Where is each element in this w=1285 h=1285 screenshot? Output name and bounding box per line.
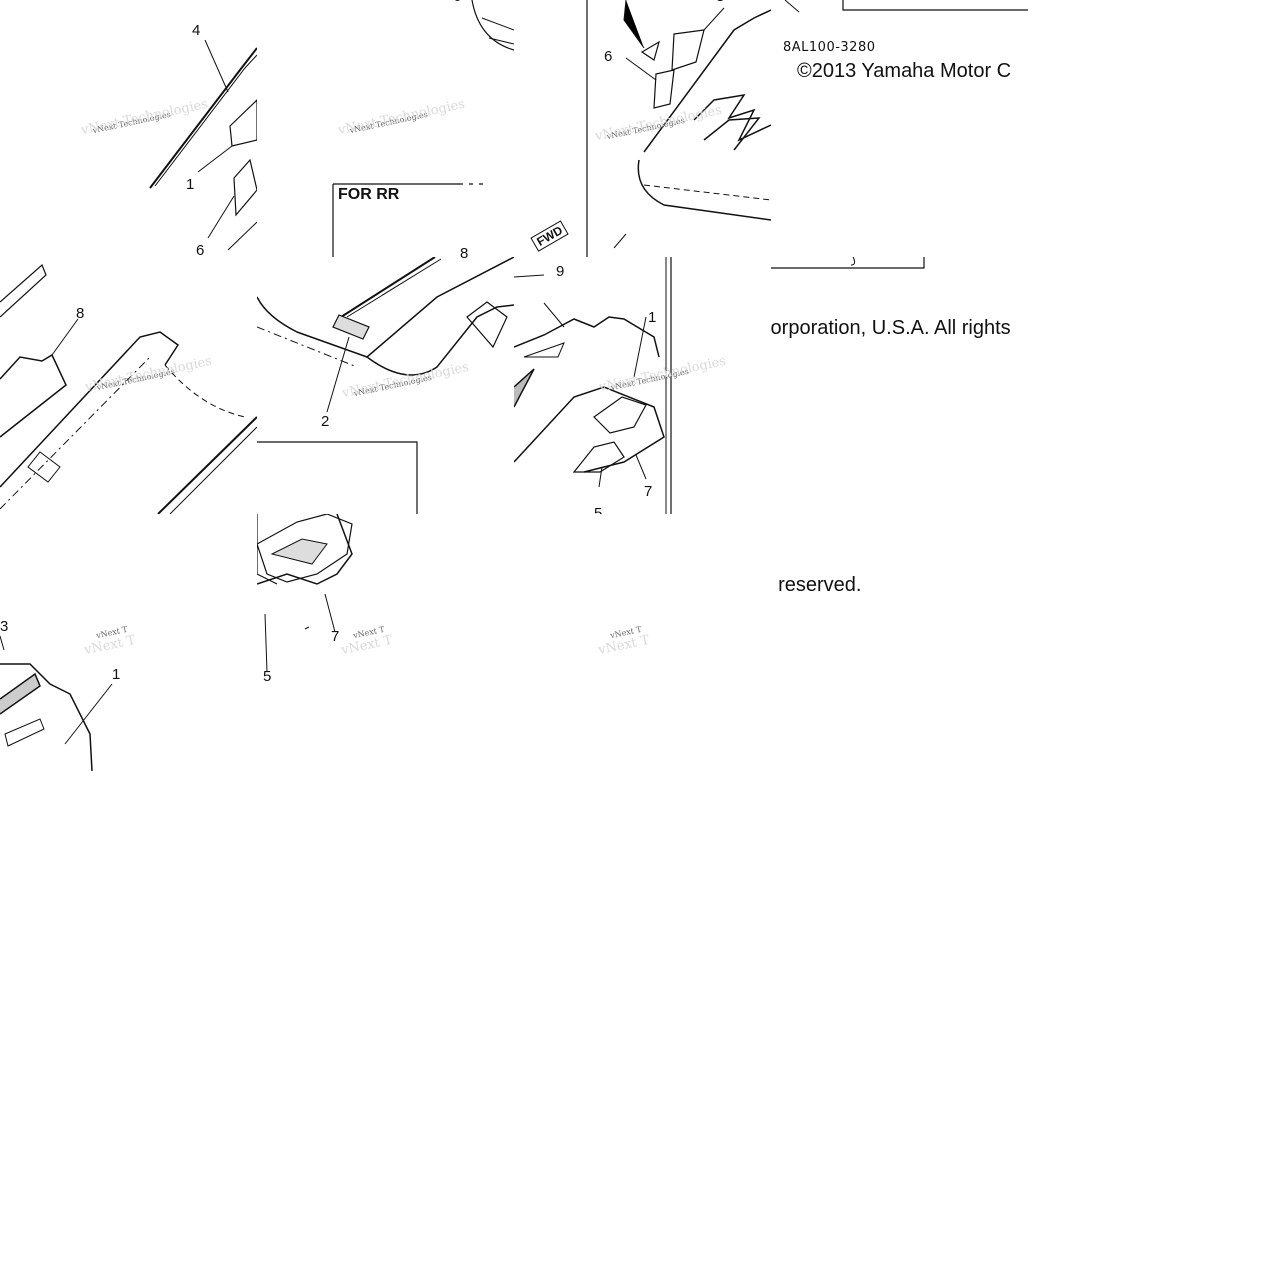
tank-decal-drawing bbox=[257, 514, 353, 673]
callout-9: 9 bbox=[556, 263, 565, 280]
callout-8: 8 bbox=[460, 257, 468, 262]
callout-8: 8 bbox=[76, 305, 85, 322]
copyright-line-1: ©2013 Yamaha Motor C bbox=[797, 60, 1012, 82]
diagram-tile-r2c3: 9 1 7 5 vNext Technologies vNext Technol… bbox=[514, 257, 771, 514]
callout-1: 1 bbox=[112, 666, 121, 683]
callout-2: 2 bbox=[321, 413, 330, 430]
callout-7: 7 bbox=[331, 628, 340, 645]
side-cover-drawing bbox=[586, 0, 771, 257]
copyright-line-2: :orporation, U.S.A. All rights bbox=[771, 317, 1011, 339]
callout-1: 1 bbox=[648, 309, 657, 326]
diagram-tile-r2c4: :orporation, U.S.A. All rights bbox=[771, 257, 1028, 514]
callout-4: 4 bbox=[192, 22, 201, 39]
callout-8: 8 bbox=[716, 0, 724, 5]
frame-drawing bbox=[332, 0, 514, 257]
callout-6: 6 bbox=[453, 0, 461, 5]
callout-5: 5 bbox=[263, 668, 272, 685]
frame-label: FOR RR bbox=[338, 186, 400, 203]
seat-stripe-drawing bbox=[0, 263, 257, 514]
callout-6: 6 bbox=[604, 48, 613, 65]
diagram-tile-r1c4: 8AL100-3280 ©2013 Yamaha Motor C bbox=[771, 0, 1028, 257]
copyright-line-3: ; reserved. bbox=[771, 574, 862, 596]
diagram-tile-r2c2: 2 8 vNext Technologies vNext Technologie… bbox=[257, 257, 514, 514]
diagram-tile-r3c3: vNext T vNext T bbox=[514, 514, 771, 771]
diagram-tile-r1c3: 6 8 vNext Technologies vNext Technologie… bbox=[514, 0, 771, 257]
callout-5: 5 bbox=[594, 505, 603, 514]
callout-7: 7 bbox=[644, 483, 653, 500]
diagram-tile-r2c1: 8 vNext Technologies vNext Technologies bbox=[0, 257, 257, 514]
callout-1: 1 bbox=[186, 176, 195, 193]
rear-panel-drawing bbox=[0, 635, 113, 771]
callout-6: 6 bbox=[196, 242, 205, 257]
callout-8: 8 bbox=[460, 245, 469, 257]
diagram-tile-r3c2: 7 5 vNext T vNext T bbox=[257, 514, 514, 771]
diagram-tile-r3c4: ; reserved. bbox=[771, 514, 1028, 771]
part-code: 8AL100-3280 bbox=[783, 40, 876, 55]
diagram-tile-r1c2: FOR RR 6 8 vNext Technologies vNext Tech… bbox=[257, 0, 514, 257]
frame-bottom-drawing bbox=[771, 257, 925, 269]
diagram-tile-r1c1: 4 1 6 vNext Technologies vNext Technolog… bbox=[0, 0, 257, 257]
callout-3: 3 bbox=[0, 618, 9, 635]
side-decal-drawing bbox=[514, 257, 672, 514]
rear-fender-drawing bbox=[257, 257, 514, 514]
diagram-tile-r3c1: 3 1 vNext T vNext T bbox=[0, 514, 257, 771]
decal-stripe-drawing bbox=[149, 39, 257, 251]
frame-corner-drawing bbox=[784, 0, 1028, 13]
